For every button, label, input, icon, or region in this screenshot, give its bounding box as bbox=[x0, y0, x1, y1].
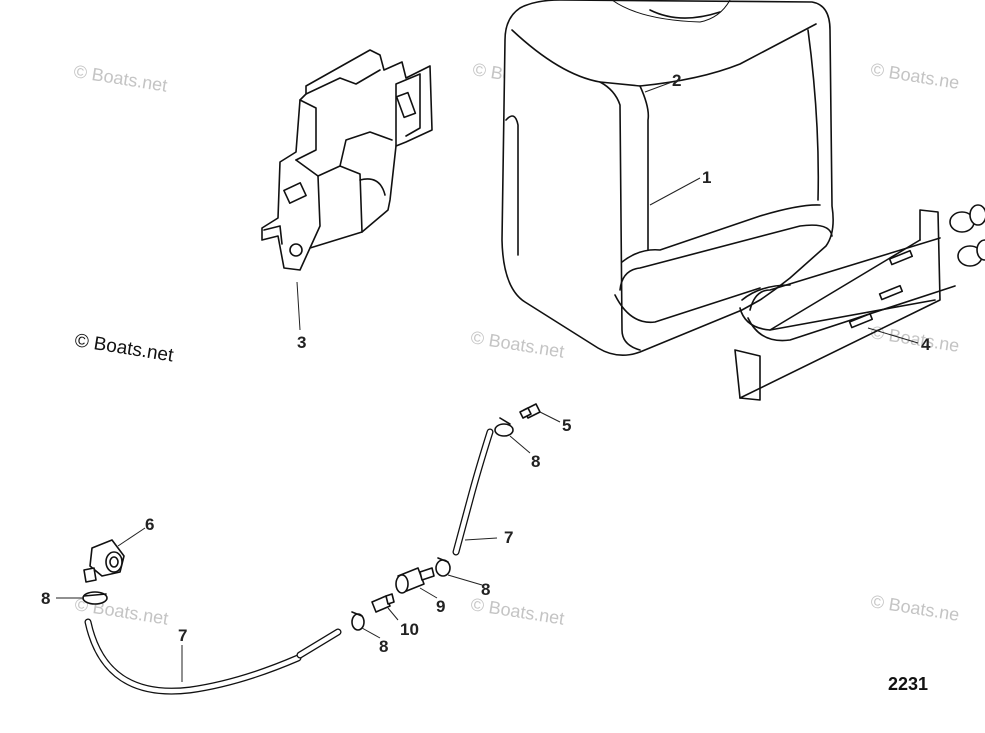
hose-right bbox=[452, 428, 494, 556]
watermark-bottom-right: © Boats.ne bbox=[869, 591, 960, 625]
clamp-8-low bbox=[351, 611, 365, 631]
watermark-top-left: © Boats.net bbox=[72, 61, 168, 96]
callout-6: 6 bbox=[145, 515, 154, 534]
callout-8-top: 8 bbox=[531, 452, 540, 471]
callout-2: 2 bbox=[672, 71, 681, 90]
watermark-bottom-center: © Boats.net bbox=[469, 594, 565, 629]
callout-9: 9 bbox=[436, 597, 445, 616]
callout-8-low: 8 bbox=[379, 637, 388, 656]
oil-tank bbox=[501, 0, 834, 356]
clamp-8-mid bbox=[435, 557, 451, 577]
watermark-left: © Boats.net bbox=[73, 330, 175, 366]
leader-lines bbox=[56, 81, 919, 682]
clamp-8-left bbox=[82, 591, 108, 605]
callout-8-left: 8 bbox=[41, 589, 50, 608]
callouts: 1 2 3 4 5 6 7 7 8 8 8 8 9 10 bbox=[41, 71, 931, 656]
callout-8-mid: 8 bbox=[481, 580, 490, 599]
callout-5: 5 bbox=[562, 416, 571, 435]
watermark-top-right: © Boats.ne bbox=[869, 59, 960, 93]
callout-4: 4 bbox=[921, 335, 931, 354]
bracket bbox=[261, 49, 433, 271]
connector-6 bbox=[83, 539, 125, 583]
callout-7-right: 7 bbox=[504, 528, 513, 547]
fitting-9 bbox=[395, 567, 435, 594]
callout-10: 10 bbox=[400, 620, 419, 639]
hose-left bbox=[84, 618, 342, 695]
callout-7-left: 7 bbox=[178, 626, 187, 645]
watermark-middle: © Boats.net bbox=[469, 327, 565, 362]
callout-3: 3 bbox=[297, 333, 306, 352]
hose-assembly bbox=[734, 204, 985, 401]
callout-1: 1 bbox=[702, 168, 711, 187]
figure-number: 2231 bbox=[888, 674, 928, 694]
fitting-5 bbox=[519, 403, 541, 419]
clamp-8-top bbox=[494, 417, 514, 437]
fitting-10 bbox=[371, 593, 395, 613]
